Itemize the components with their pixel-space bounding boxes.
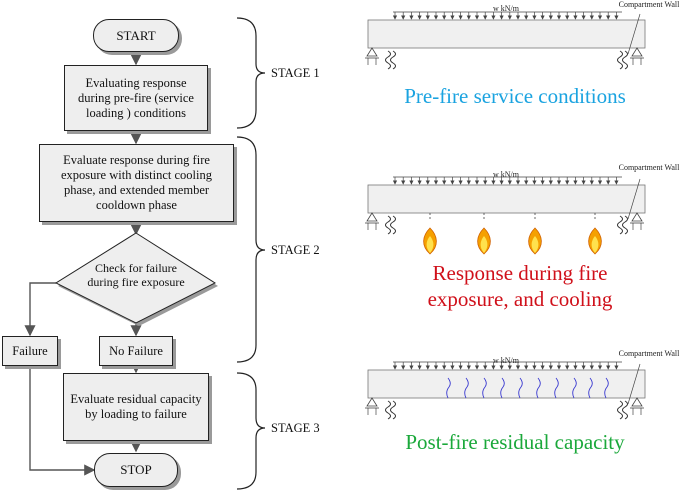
beam-1-support-right [631,47,643,57]
brace-stage-3 [236,372,266,490]
arrow-decision-to-failure [24,282,56,337]
brace-stage-1 [236,17,266,129]
stop-terminal: STOP [94,453,178,487]
beam-3-body [367,369,646,399]
beam-1-wall-label: Compartment Wall [618,0,680,9]
beam-3-hatch-left [390,400,396,420]
crack-1 [446,377,451,399]
brace-stage-2 [236,136,266,363]
beam-3-wall-label: Compartment Wall [618,349,680,358]
beam-1-hatch-right [617,50,623,70]
decision-label: Check for failure during fire exposure [87,261,185,289]
beam-3-hatch-left [385,400,391,420]
beam-3-hatch-right [622,400,628,420]
beam-2-support-right [631,212,643,222]
decision-diamond [54,232,217,324]
no-failure-box: No Failure [99,336,173,366]
stage-braces [236,17,266,490]
start-terminal: START [93,19,179,52]
flame-1-inner [426,236,434,253]
beam-2-hatch-right [622,215,628,235]
beam-2-hatch-left [390,215,396,235]
beam-3-support-right [631,397,643,407]
beam-3-support-left [366,397,378,407]
step2-box: Evaluate response during fire exposure w… [39,144,234,222]
beam-2-load-label: w kN/m [493,170,519,179]
crack-8 [572,377,577,399]
beam-2-wall-label: Compartment Wall [618,163,680,172]
crack-2 [464,377,469,399]
beam-1-hatch-left [390,50,396,70]
stage-1-label: STAGE 1 [271,66,320,80]
beam-3-load-label: w kN/m [493,356,519,365]
crack-4 [500,377,505,399]
flame-4-inner [591,236,599,253]
beam-1-caption: Pre-fire service conditions [404,84,626,108]
beam-2-support-left [366,212,378,222]
beam-1-hatch-right [622,50,628,70]
crack-3 [482,377,487,399]
stage-2-label: STAGE 2 [271,243,320,257]
beam-2-caption: Response during fire exposure, and cooli… [427,261,613,311]
beam-3-wall-pointer [627,363,641,405]
step1-box: Evaluating response during pre-fire (ser… [64,65,208,131]
flame-2-inner [480,236,488,253]
crack-6 [536,377,541,399]
beam-1-hatch-left [385,50,391,70]
beam-1-support-left [366,47,378,57]
flow-connectors [24,52,142,476]
stage-3-label: STAGE 3 [271,421,320,435]
crack-9 [588,377,593,399]
beam-1-wall-pointer [627,13,641,55]
flame-3-inner [531,236,539,253]
beam-2-hatch-left [385,215,391,235]
failure-box: Failure [2,336,58,366]
step3-box: Evaluate residual capacity by loading to… [63,373,209,441]
beam-2-body [367,184,646,214]
crack-10 [604,377,609,399]
beam-2-wall-pointer [627,178,641,220]
beam-1-load-label: w kN/m [493,4,519,13]
beam-1-body [367,19,646,49]
crack-7 [554,377,559,399]
crack-5 [518,377,523,399]
beam-3-hatch-right [617,400,623,420]
beam-3-caption: Post-fire residual capacity [405,430,625,454]
arrow-failure-to-stop [29,366,96,476]
beam-2-hatch-right [617,215,623,235]
